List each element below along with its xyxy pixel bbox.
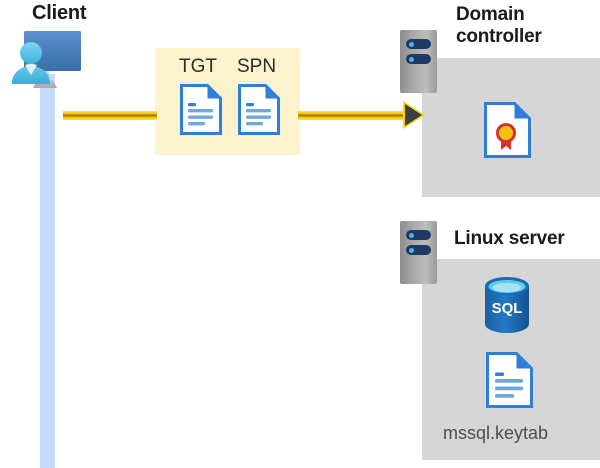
drive-bay-icon <box>406 230 431 240</box>
client-lifeline <box>40 74 55 468</box>
certificate-document-icon <box>484 102 531 158</box>
sql-label: SQL <box>492 300 523 317</box>
sql-database-icon: SQL <box>485 277 529 333</box>
spn-label: SPN <box>237 56 277 77</box>
document-icon-spn <box>238 84 280 135</box>
client-title: Client <box>32 2 87 24</box>
linux-server-title: Linux server <box>454 228 565 249</box>
keytab-document-icon <box>486 352 533 408</box>
server-tower-icon-linux-server <box>400 221 437 284</box>
document-icon-tgt <box>180 84 222 135</box>
arrow-right-icon-head <box>405 104 422 126</box>
server-tower-icon-domain-controller <box>400 30 437 93</box>
arrow-right-icon-segment-left <box>63 111 157 120</box>
domain-controller-title: Domain controller <box>456 4 542 48</box>
drive-bay-icon <box>406 245 431 255</box>
drive-bay-icon <box>406 54 431 64</box>
arrow-right-icon-segment-right <box>298 111 408 120</box>
user-monitor-icon <box>12 31 81 88</box>
drive-bay-icon <box>406 39 431 49</box>
keytab-file-caption: mssql.keytab <box>443 423 549 443</box>
tgt-label: TGT <box>179 56 217 77</box>
